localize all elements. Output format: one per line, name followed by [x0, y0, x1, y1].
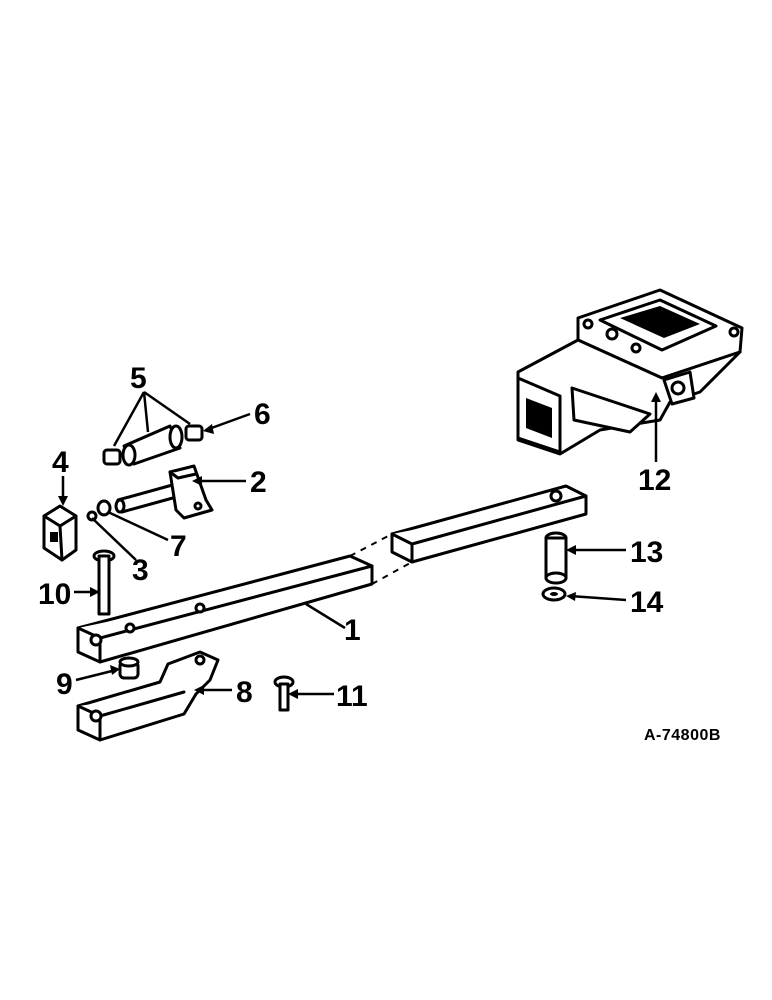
callout-labels: 1 2 3 4 5 6 7 8 9 10 11 12 13 14 [38, 362, 671, 713]
callout-12: 12 [638, 464, 671, 497]
washer [541, 586, 567, 602]
callout-14: 14 [630, 586, 664, 619]
callout-6: 6 [254, 398, 271, 431]
swivel-tube-assembly [102, 424, 204, 467]
lock-washer [96, 499, 112, 517]
callout-5: 5 [130, 362, 147, 395]
callout-10: 10 [38, 578, 71, 611]
callout-11: 11 [336, 680, 368, 713]
callout-3: 3 [132, 554, 149, 587]
hitch-pin [92, 549, 116, 616]
shaft-clevis [114, 464, 214, 520]
bolt [273, 675, 295, 712]
nut [86, 510, 98, 522]
reference-number: A-74800B [644, 727, 721, 744]
drawbar-support-bracket [516, 288, 744, 456]
leader-lines [58, 390, 661, 699]
guide-block [42, 504, 78, 562]
pivot-pin [544, 531, 568, 585]
drawbar [76, 484, 588, 664]
callout-4: 4 [52, 446, 69, 479]
offset-drawbar-extension [76, 650, 220, 742]
bushing [118, 656, 140, 680]
callout-2: 2 [250, 466, 267, 499]
callout-7: 7 [170, 530, 187, 563]
callout-1: 1 [344, 614, 361, 647]
callout-13: 13 [630, 536, 663, 569]
callout-8: 8 [236, 676, 253, 709]
callout-9: 9 [56, 668, 73, 701]
